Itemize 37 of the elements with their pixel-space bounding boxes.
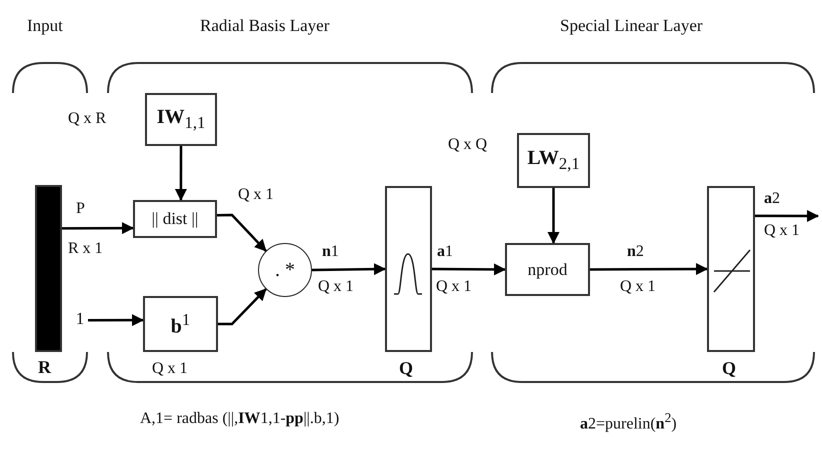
dimension-label: Q [399,358,414,379]
input-bar [35,185,62,352]
dimension-label: Q x 1 [764,222,800,240]
dimension-label: Q x 1 [152,360,188,378]
formula-text: A,1= radbas (||,IW1,1-pp||.b,1) [140,410,340,428]
layer-title: Input [27,16,63,36]
dimension-label: Q x Q [448,136,488,154]
weight-box: IW$_{1,1}$ [145,93,217,146]
dimension-label: R x 1 [68,240,103,258]
input-label: 1 [72,306,88,332]
layer-title: Radial Basis Layer [200,16,330,36]
dimension-label: R [38,357,51,378]
dimension-label: Q x 1 [436,278,472,296]
bias-box: b$^{1}$ [143,296,218,352]
arrow [218,288,267,326]
multiply-circle: . * [258,243,312,297]
product-box: nprod [505,243,590,296]
dimension-label: Q x 1 [238,186,274,204]
weight-box: LW$_{2,1}$ [517,133,590,188]
arrow [590,263,708,276]
dimension-label: Q [722,358,736,379]
arrow [432,263,506,276]
arrow [548,188,560,244]
dimension-label: Q x R [68,110,106,128]
arrow [216,214,267,252]
transfer-box [385,186,432,352]
arrow [62,222,134,234]
transfer-box [707,186,755,352]
distance-box: || dist || [133,200,217,238]
layer-title: Special Linear Layer [560,16,703,36]
arrow [755,210,819,222]
arrow [312,263,386,276]
dimension-label: Q x 1 [620,278,656,296]
arrow [174,146,187,201]
dimension-label: Q x 1 [318,278,354,296]
formula-text: a2=purelin(n$^{2}$) [580,410,677,434]
arrow [88,314,144,326]
